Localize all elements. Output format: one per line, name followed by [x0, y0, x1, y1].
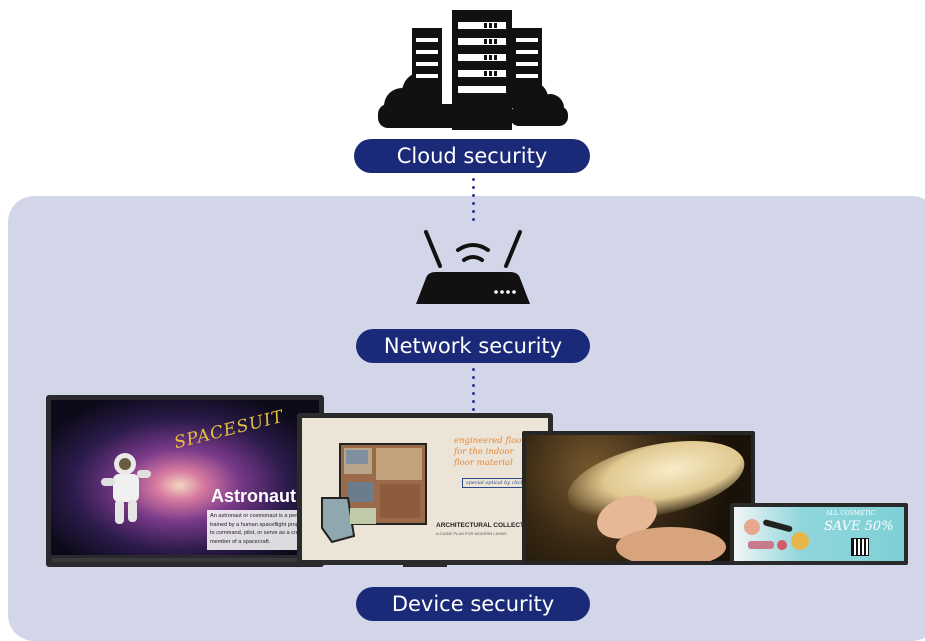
stretch-screen: ALL COSMETIC SAVE 50%: [734, 507, 904, 561]
floorplan-screen: engineered flooring for the indoor floor…: [302, 418, 548, 560]
board-handwriting: SPACESUIT: [172, 406, 287, 454]
board-text-line: to command, pilot, or serve as a crew: [210, 530, 303, 536]
board-text-line: member of a spacecraft.: [210, 538, 271, 545]
stretch-display: ALL COSMETIC SAVE 50%: [730, 503, 908, 565]
stretch-tagline: ALL COSMETIC: [826, 510, 876, 517]
astronaut-figure: [99, 448, 155, 528]
floorplan-note-line: floor material: [454, 458, 513, 468]
board-title: Astronaut: [211, 486, 296, 506]
signage-shoulder: [616, 527, 726, 561]
floorplan-display: engineered flooring for the indoor floor…: [297, 413, 553, 567]
cloud-security-label: Cloud security: [354, 139, 590, 173]
stretch-promo: SAVE 50%: [824, 519, 894, 534]
floorplan-caption: ARCHITECTURAL COLLECTION: [436, 522, 536, 529]
board-screen: SPACESUIT Astronaut An astronaut or cosm…: [51, 400, 319, 555]
network-security-label: Network security: [356, 329, 590, 363]
qr-code-icon: [851, 538, 869, 556]
floorplan-note-line: engineered flooring: [454, 436, 540, 446]
floorplan-stand: [403, 563, 447, 567]
device-security-label: Device security: [356, 587, 590, 621]
signage-screen: [526, 435, 751, 561]
floorplan-drawing: [320, 438, 432, 546]
signage-hair: [560, 435, 751, 533]
floorplan-caption-sub: A GUIDE PLAN FOR MODERN LIVING: [436, 531, 507, 536]
signage-display: [522, 431, 755, 565]
router-icon: [408, 226, 538, 308]
board-bezel-bar: [52, 558, 318, 562]
floorplan-note: engineered flooring for the indoor floor…: [454, 436, 539, 469]
floorplan-note-line: for the indoor: [454, 447, 514, 457]
interactive-board-display: SPACESUIT Astronaut An astronaut or cosm…: [46, 395, 324, 567]
cloud-servers-icon: [372, 8, 572, 132]
board-text-line: An astronaut or cosmonaut is a person: [210, 513, 307, 519]
stretch-cosmetics: [740, 515, 820, 555]
board-text-line: trained by a human spaceflight program: [210, 521, 309, 528]
